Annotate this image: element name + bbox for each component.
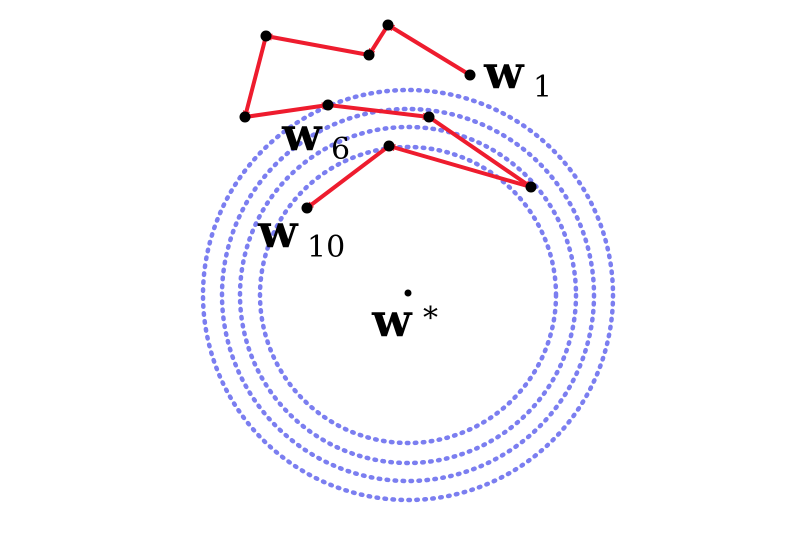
label-w6-subscript: 6 bbox=[331, 132, 350, 167]
iterate-points bbox=[239, 19, 537, 297]
label-w10-subscript: 10 bbox=[307, 230, 345, 265]
path-group bbox=[243, 23, 533, 210]
iterate-point-w4 bbox=[260, 30, 272, 42]
label-w10-symbol: w bbox=[257, 204, 299, 258]
label-w6: w 6 bbox=[281, 107, 350, 167]
iterate-point-w10 bbox=[301, 202, 313, 214]
contour-circle-4 bbox=[200, 87, 616, 503]
label-w6-symbol: w bbox=[281, 107, 323, 161]
step-arrow-4 bbox=[243, 34, 268, 119]
optimum-point bbox=[404, 289, 412, 297]
label-w1-subscript: 1 bbox=[533, 70, 552, 105]
iterate-point-w9 bbox=[383, 140, 395, 152]
step-arrow-7 bbox=[427, 115, 533, 189]
label-w1-symbol: w bbox=[483, 45, 525, 99]
contour-circle-3 bbox=[219, 106, 597, 484]
iterate-point-w5 bbox=[239, 111, 251, 123]
iterate-point-w6 bbox=[322, 99, 334, 111]
step-arrow-5 bbox=[243, 102, 330, 119]
step-arrow-8 bbox=[387, 144, 533, 189]
iterate-point-w2 bbox=[382, 19, 394, 31]
contour-group bbox=[200, 87, 616, 503]
step-arrow-2 bbox=[367, 23, 390, 57]
step-arrow-1 bbox=[386, 23, 472, 77]
step-arrow-3 bbox=[264, 33, 371, 57]
iterate-point-w7 bbox=[423, 111, 435, 123]
label-wstar-symbol: w bbox=[371, 293, 413, 347]
contour-circle-1 bbox=[257, 144, 559, 446]
step-arrow-6 bbox=[326, 103, 431, 120]
iterate-point-w8 bbox=[525, 181, 537, 193]
step-arrow-9 bbox=[305, 144, 391, 210]
label-wstar: w * bbox=[371, 293, 438, 347]
iterate-point-w3 bbox=[363, 49, 375, 61]
contour-circle-2 bbox=[237, 124, 579, 466]
label-w1: w 1 bbox=[483, 45, 552, 105]
label-w10: w 10 bbox=[257, 204, 345, 265]
iterate-point-w1 bbox=[464, 69, 476, 81]
label-wstar-superscript: * bbox=[423, 301, 438, 336]
